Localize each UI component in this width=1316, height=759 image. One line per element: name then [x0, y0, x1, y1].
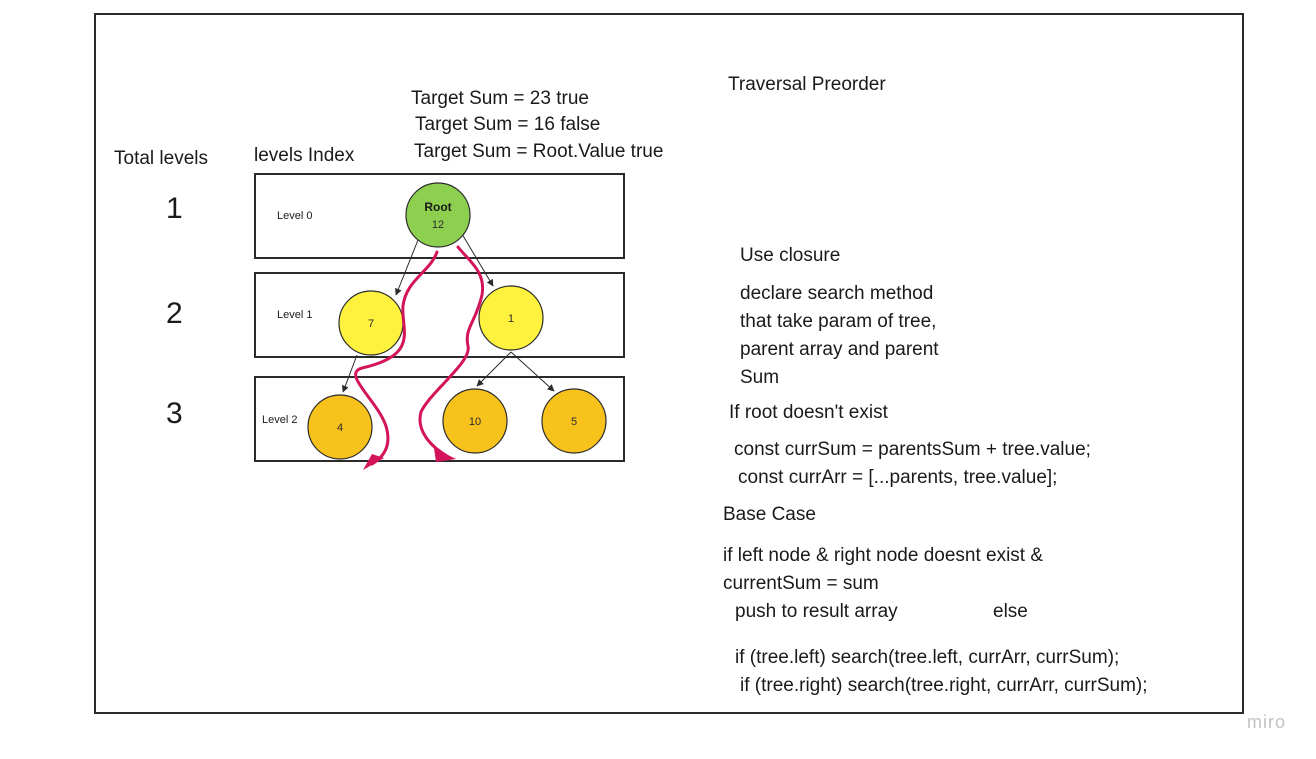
note-base-case: Base Case: [723, 504, 816, 525]
root-title: Root: [424, 200, 451, 214]
note-else: else: [993, 601, 1028, 622]
node-10-value: 10: [469, 416, 481, 428]
note-if-left: if left node & right node doesnt exist &: [723, 545, 1044, 566]
total-levels-heading: Total levels: [114, 148, 208, 169]
note-declare-line-4: Sum: [740, 367, 780, 388]
level-1-box: [254, 272, 625, 358]
target-sum-line-2: Target Sum = 16 false: [415, 114, 601, 135]
level-count-1: 1: [166, 192, 183, 225]
edge-7-4: [341, 354, 358, 393]
level-count-3: 3: [166, 397, 183, 430]
traversal-path-left-arrowhead: [363, 454, 384, 470]
node-4: 4: [307, 394, 373, 460]
target-sum-line-1: Target Sum = 23 true: [411, 88, 589, 109]
traversal-heading: Traversal Preorder: [728, 74, 886, 95]
node-7: 7: [338, 290, 404, 356]
target-sum-line-3: Target Sum = Root.Value true: [414, 141, 664, 162]
edge-1-5: [510, 351, 555, 392]
level-1-label: Level 1: [277, 309, 313, 321]
edge-root-1: [461, 233, 494, 287]
level-count-2: 2: [166, 297, 183, 330]
note-push: push to result array: [735, 601, 898, 622]
note-curr-sum: const currSum = parentsSum + tree.value;: [734, 439, 1091, 460]
node-5: 5: [541, 388, 607, 454]
node-1-value: 1: [508, 313, 514, 325]
note-right-search: if (tree.right) search(tree.right, currA…: [740, 675, 1148, 696]
note-use-closure: Use closure: [740, 245, 841, 266]
node-1: 1: [478, 285, 544, 351]
level-2-label: Level 2: [262, 414, 298, 426]
note-declare-line-2: that take param of tree,: [740, 311, 937, 332]
note-curr-arr: const currArr = [...parents, tree.value]…: [738, 467, 1058, 488]
edge-1-10: [476, 351, 512, 387]
node-4-value: 4: [337, 422, 343, 434]
note-current-sum: currentSum = sum: [723, 573, 879, 594]
edge-root-7: [395, 239, 419, 296]
note-left-search: if (tree.left) search(tree.left, currArr…: [735, 647, 1120, 668]
board-frame: [94, 13, 1244, 714]
note-declare-line-3: parent array and parent: [740, 339, 939, 360]
traversal-path-right-arrowhead: [434, 448, 456, 462]
level-0-label: Level 0: [277, 210, 313, 222]
node-5-value: 5: [571, 416, 577, 428]
traversal-path-right: [418, 245, 485, 458]
traversal-path-left: [354, 250, 439, 466]
levels-index-heading: levels Index: [254, 145, 355, 166]
node-10: 10: [442, 388, 508, 454]
note-declare-line-1: declare search method: [740, 283, 934, 304]
miro-logo: miro: [1247, 712, 1286, 732]
note-if-root: If root doesn't exist: [729, 402, 888, 423]
root-value: 12: [432, 219, 444, 231]
node-7-value: 7: [368, 318, 374, 330]
node-root: Root 12: [405, 182, 471, 248]
